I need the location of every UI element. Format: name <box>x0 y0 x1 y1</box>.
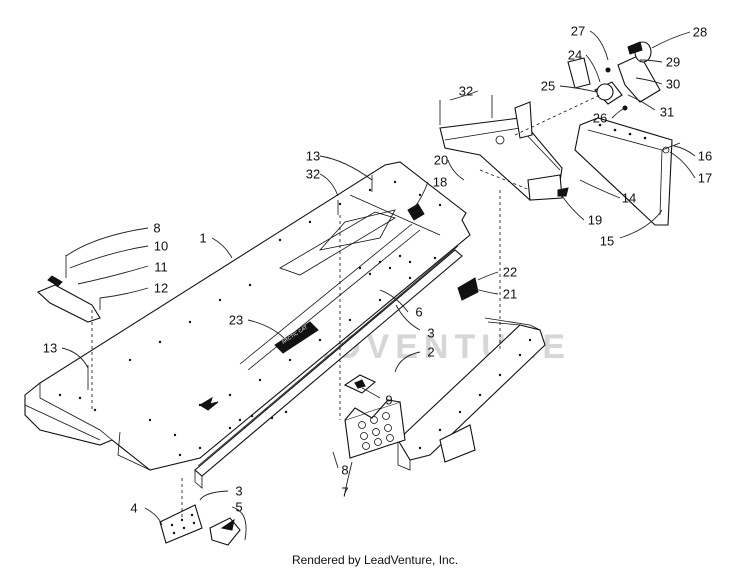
callout-3: 3 <box>427 326 434 341</box>
callouts: 1 2 3 3 4 5 6 7 8 8 9 10 11 12 13 13 14 … <box>43 24 712 516</box>
callout-3-lower: 3 <box>235 484 242 499</box>
callout-7: 7 <box>341 485 348 500</box>
callout-2: 2 <box>427 345 434 360</box>
callout-24: 24 <box>568 48 582 63</box>
fasteners <box>439 95 681 197</box>
callout-19: 19 <box>588 213 602 228</box>
callout-11: 11 <box>154 260 168 275</box>
callout-10: 10 <box>154 239 168 254</box>
callout-32-lower: 32 <box>306 167 320 182</box>
callout-32: 32 <box>459 84 473 99</box>
left-clip-bracket <box>36 255 101 323</box>
rivet-pattern <box>58 180 442 457</box>
callout-4: 4 <box>130 501 137 516</box>
panel-bolts <box>87 175 479 390</box>
mud-flap <box>574 117 673 226</box>
rear-bumper <box>397 317 546 471</box>
callout-1: 1 <box>199 231 206 246</box>
callout-9: 9 <box>385 393 392 408</box>
callout-23: 23 <box>229 313 243 328</box>
callout-8-lower: 8 <box>341 463 348 478</box>
end-cap <box>209 517 241 546</box>
callout-30: 30 <box>666 77 680 92</box>
callout-27: 27 <box>571 24 585 39</box>
callout-18: 18 <box>433 175 447 190</box>
end-plate <box>159 504 203 544</box>
callout-14: 14 <box>622 191 636 206</box>
rail-strip <box>194 245 463 489</box>
callout-8: 8 <box>153 221 160 236</box>
footer-credit: Rendered by LeadVenture, Inc. <box>291 553 459 567</box>
callout-6: 6 <box>415 305 422 320</box>
foot-block <box>344 399 406 459</box>
leader-lines <box>61 30 696 541</box>
hitch-bracket <box>439 101 563 201</box>
callout-16: 16 <box>698 149 712 164</box>
callout-22: 22 <box>503 265 517 280</box>
assembly-lines <box>91 94 601 520</box>
callout-17: 17 <box>698 171 712 186</box>
callout-15: 15 <box>600 234 614 249</box>
direction-arrow-icon <box>199 396 219 411</box>
callout-28: 28 <box>693 25 707 40</box>
callout-26: 26 <box>593 111 607 126</box>
callout-13-left: 13 <box>43 341 57 356</box>
callout-25: 25 <box>541 79 555 94</box>
callout-13: 13 <box>306 149 320 164</box>
callout-20: 20 <box>434 153 448 168</box>
callout-31: 31 <box>660 105 674 120</box>
callout-5: 5 <box>235 500 242 515</box>
tunnel-panel <box>24 161 471 471</box>
callout-12: 12 <box>154 281 168 296</box>
callout-29: 29 <box>666 55 680 70</box>
small-bracket <box>343 374 377 394</box>
callout-21: 21 <box>503 287 517 302</box>
